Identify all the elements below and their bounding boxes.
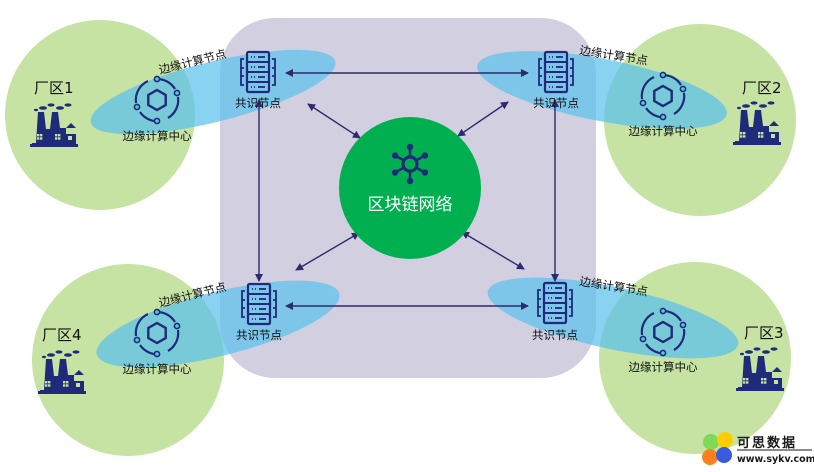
consensus-node-label: 共识节点 [236, 328, 282, 342]
zone-2: 厂区2 边缘计算中心 边缘计算节点 共识节点 [533, 43, 782, 145]
zone-label: 厂区1 [34, 79, 74, 97]
watermark-url: www.sykv.com [737, 454, 814, 465]
consensus-node-label: 共识节点 [532, 328, 578, 342]
edge-center-label: 边缘计算中心 [629, 124, 698, 138]
arrow-node4-core [295, 232, 360, 271]
edge-center-label: 边缘计算中心 [123, 129, 192, 143]
network-hub-icon [391, 143, 429, 185]
edge-node-ellipse-3 [487, 277, 739, 359]
watermark: 可思数据 www.sykv.com [702, 432, 814, 465]
edge-center-label: 边缘计算中心 [123, 362, 192, 376]
zone-label: 厂区4 [42, 326, 82, 344]
edge-center-label: 边缘计算中心 [629, 360, 698, 374]
arrow-node1-core [307, 103, 361, 139]
consensus-node-label: 共识节点 [533, 96, 579, 110]
zone-label: 厂区3 [744, 324, 784, 342]
zone-label: 厂区2 [742, 79, 782, 97]
blockchain-network-label: 区块链网络 [368, 195, 453, 215]
blockchain-network-circle [339, 117, 481, 259]
blockchain-network: 区块链网络 [339, 117, 481, 259]
arrow-node2-core [457, 101, 509, 137]
arrow-node3-core [461, 231, 525, 270]
edge-node-ellipse-4 [96, 280, 340, 368]
watermark-logo-icon [702, 432, 733, 465]
consensus-node-label: 共识节点 [235, 96, 281, 110]
watermark-name: 可思数据 [737, 435, 797, 451]
